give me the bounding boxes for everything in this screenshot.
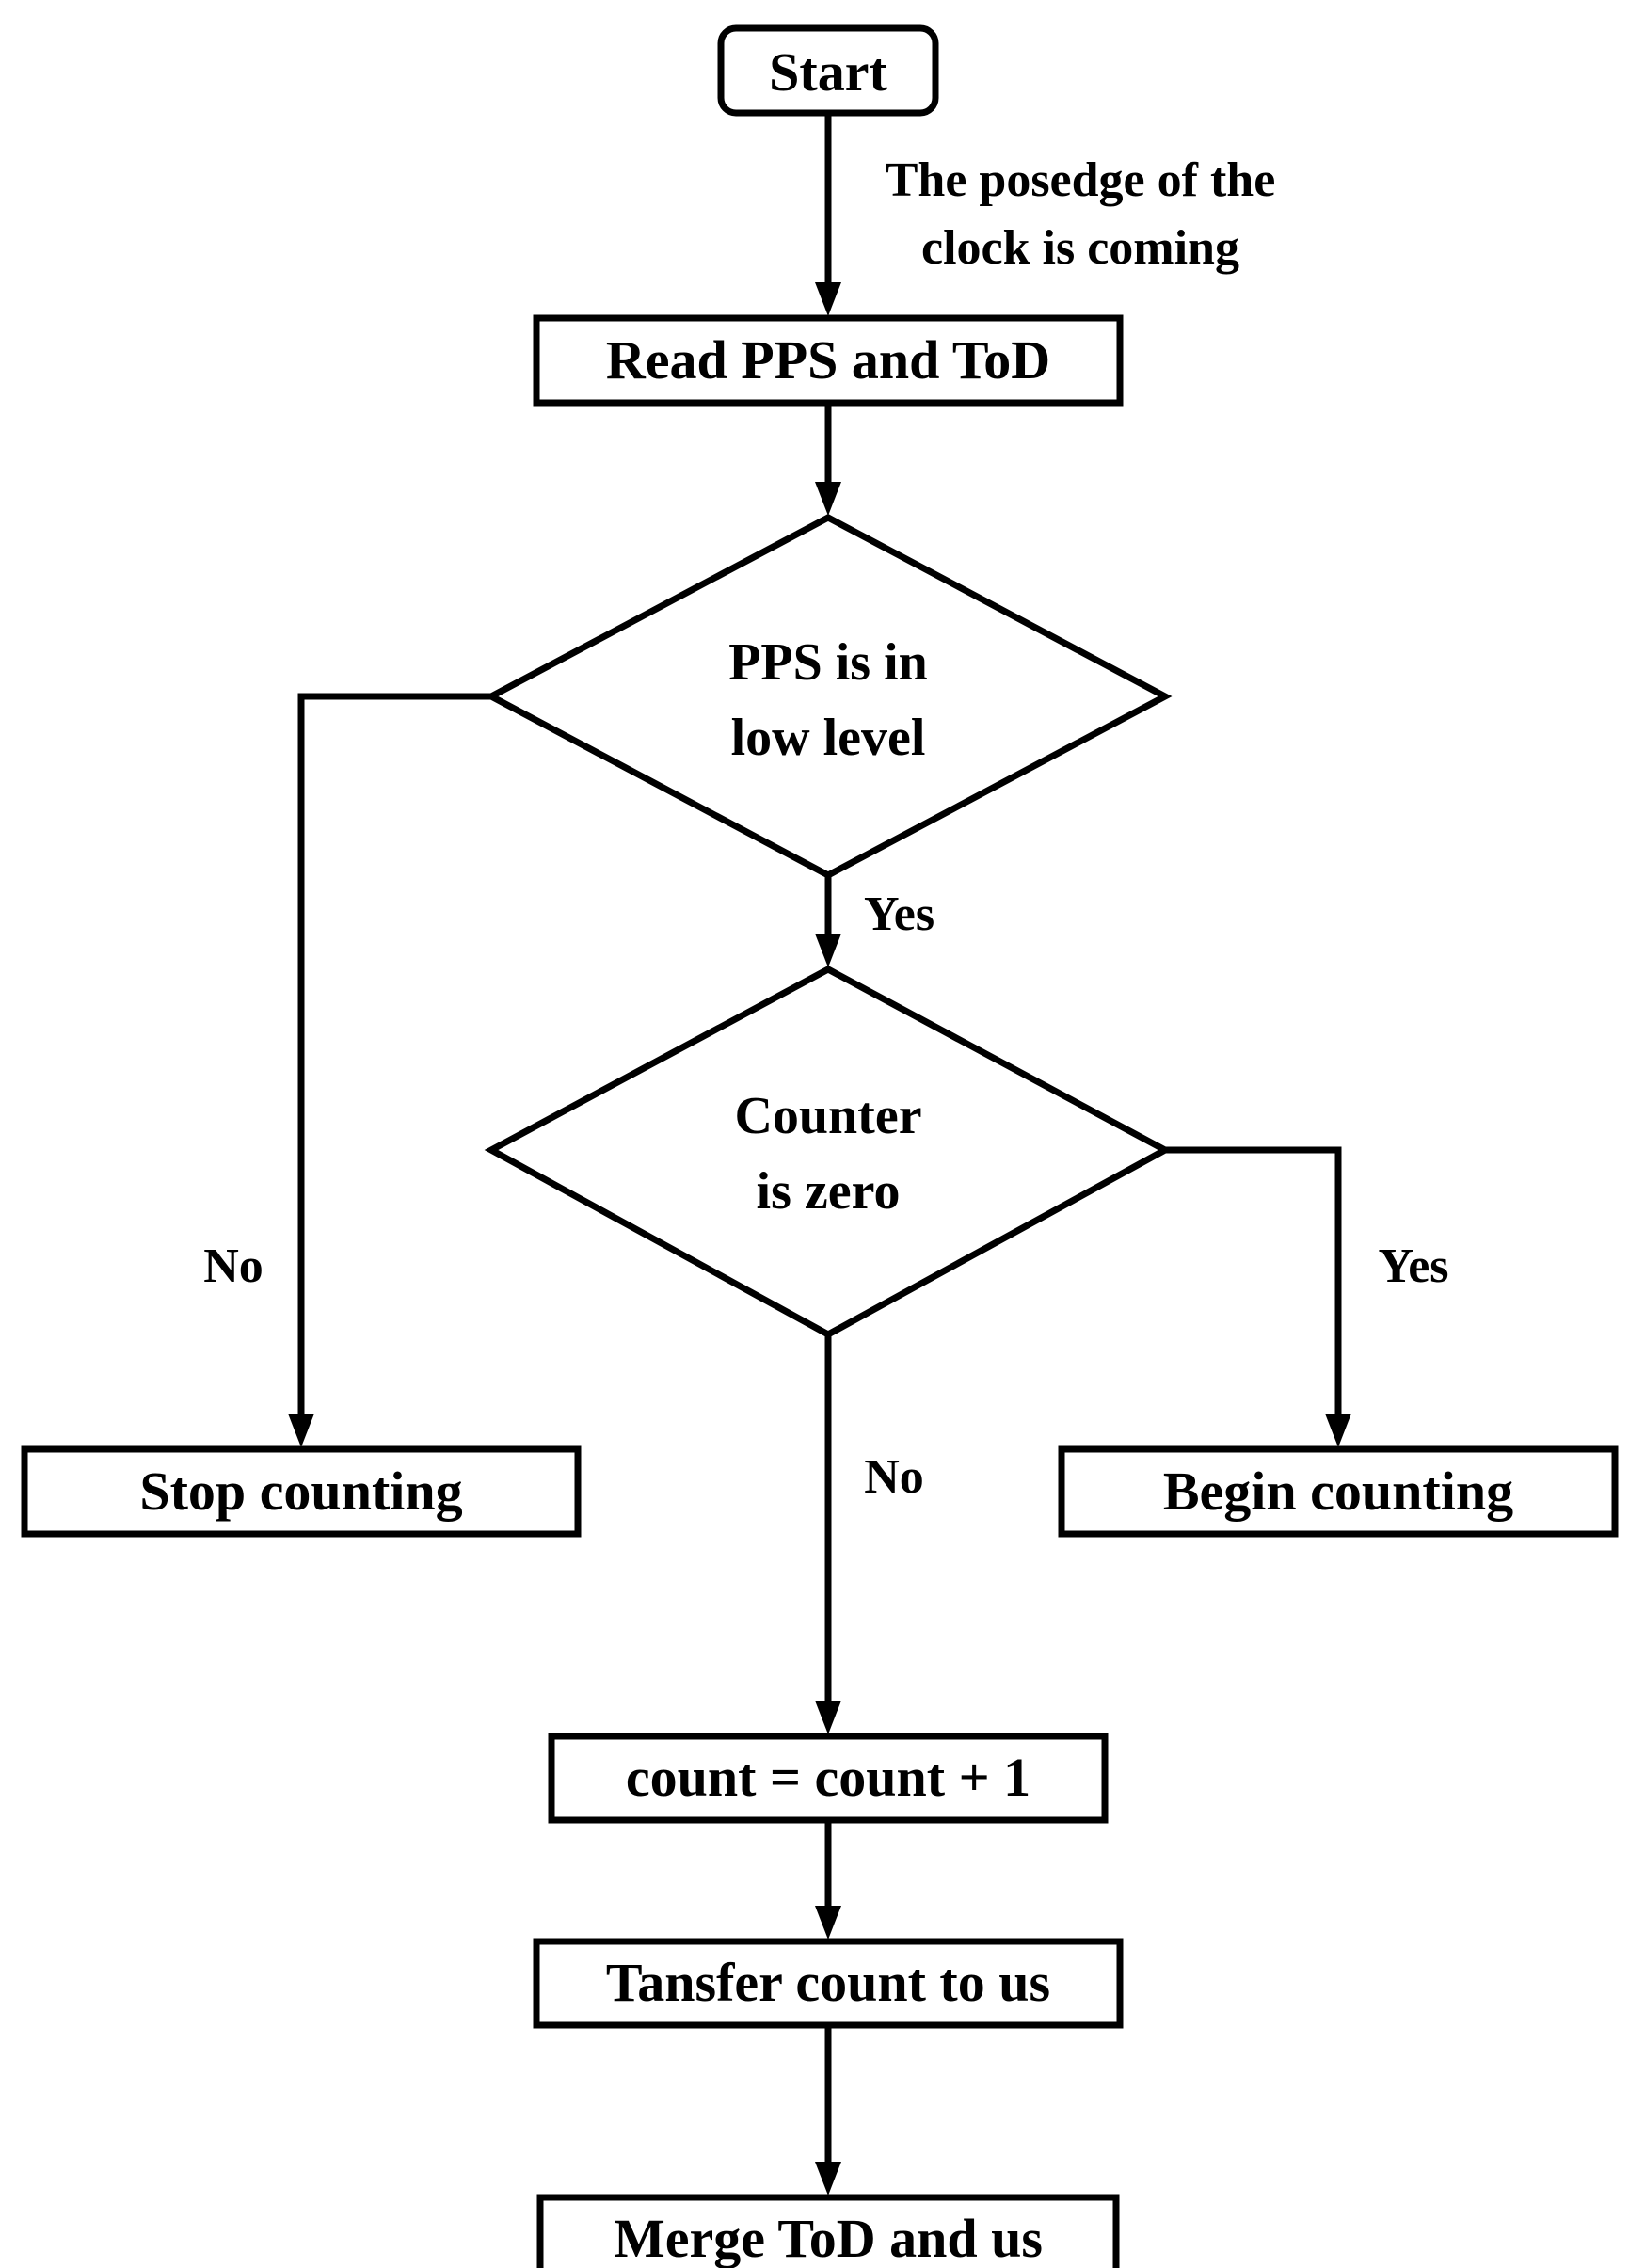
read-pps-tod-label: Read PPS and ToD xyxy=(606,329,1050,391)
arrowhead-pps xyxy=(815,482,841,516)
clock-edge-label-line1: The posedge of the xyxy=(886,153,1276,207)
edge-pps-no xyxy=(297,693,491,1416)
counter-yes-label: Yes xyxy=(1378,1239,1448,1293)
counter-decision-label-line1: Counter xyxy=(734,1087,921,1145)
arrowhead-stop xyxy=(288,1414,314,1447)
start-node xyxy=(717,24,939,117)
increment-count-node xyxy=(548,1733,1109,1824)
arrowhead-counter xyxy=(815,934,841,967)
begin-counting-label: Begin counting xyxy=(1163,1461,1513,1522)
start-node-label: Start xyxy=(769,41,887,103)
arrowhead-begin xyxy=(1325,1414,1351,1447)
transfer-count-label: Tansfer count to us xyxy=(606,1952,1050,2013)
merge-tod-us-label: Merge ToD and us xyxy=(614,2208,1043,2268)
pps-yes-label: Yes xyxy=(864,887,934,941)
pps-decision-label-line1: PPS is in xyxy=(728,633,928,692)
arrowhead-increment xyxy=(815,1701,841,1734)
stop-counting-label: Stop counting xyxy=(139,1461,462,1522)
clock-edge-label-line2: clock is coming xyxy=(921,221,1239,275)
counter-no-label: No xyxy=(864,1450,924,1504)
pps-no-label: No xyxy=(203,1239,264,1293)
increment-count-label: count = count + 1 xyxy=(626,1747,1030,1808)
pps-low-level-decision xyxy=(484,514,1173,879)
arrowhead-transfer xyxy=(815,1906,841,1940)
stop-counting-node xyxy=(21,1445,582,1538)
begin-counting-node xyxy=(1058,1445,1619,1538)
counter-decision-label-line2: is zero xyxy=(757,1162,901,1221)
transfer-count-node xyxy=(533,1938,1124,2029)
arrowhead-read xyxy=(815,282,841,316)
pps-decision-label-line2: low level xyxy=(731,709,926,767)
counter-zero-decision xyxy=(484,966,1173,1338)
edge-counter-yes xyxy=(1165,1146,1342,1416)
merge-tod-us-node xyxy=(536,2194,1120,2268)
read-pps-tod-node xyxy=(533,314,1124,407)
arrowhead-merge xyxy=(815,2162,841,2196)
